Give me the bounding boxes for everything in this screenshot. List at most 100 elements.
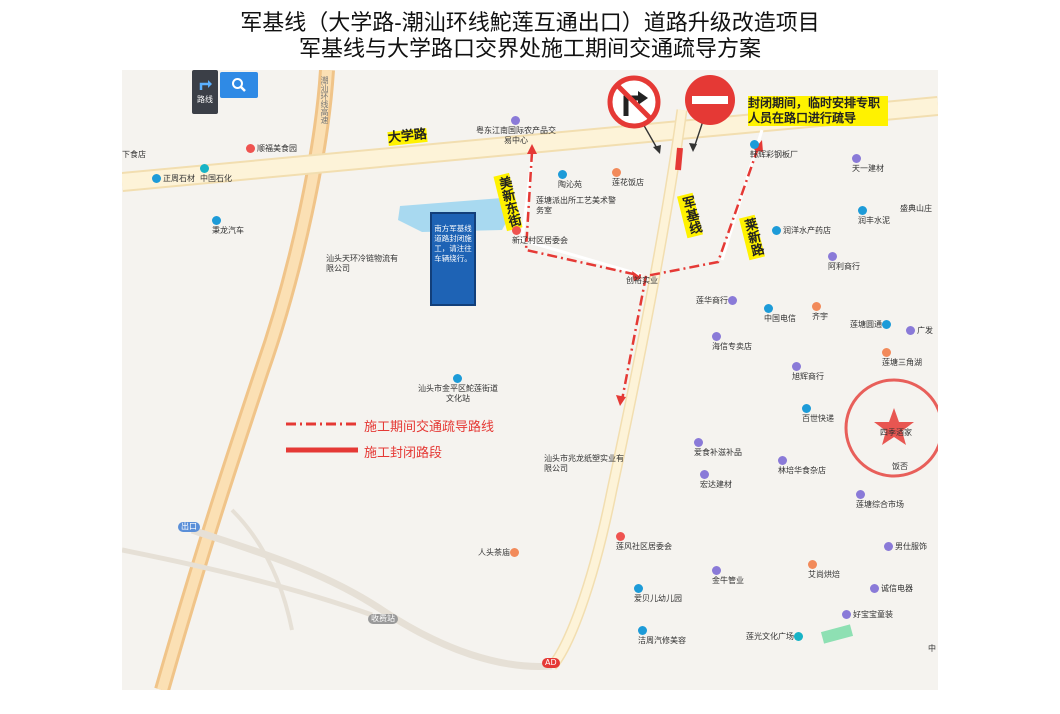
poi[interactable]: 好宝宝童装 bbox=[842, 610, 893, 620]
shop-icon bbox=[842, 610, 851, 619]
shop-icon bbox=[712, 332, 721, 341]
poi[interactable]: 陶沁苑 bbox=[558, 170, 582, 190]
telecom-icon bbox=[764, 304, 773, 313]
poi[interactable]: 林培华食杂店 bbox=[778, 456, 826, 476]
route-button[interactable]: 路线 bbox=[192, 70, 218, 114]
shop-icon bbox=[728, 296, 737, 305]
shop-icon bbox=[778, 456, 787, 465]
map-view[interactable]: 大学路 美新东街 军基线 莱新路 潮汕环线高速 封闭期间，临时安排专职人员在路口… bbox=[122, 70, 938, 690]
poi[interactable]: 饭否 bbox=[892, 462, 908, 471]
shop-icon bbox=[870, 584, 879, 593]
temple-icon bbox=[510, 548, 519, 557]
poi[interactable]: 中国石化 bbox=[200, 164, 232, 184]
poi[interactable]: 莲塘三角湖 bbox=[882, 348, 922, 368]
poi[interactable]: 汕头市兆龙纸塑实业有限公司 bbox=[544, 454, 624, 473]
express-icon bbox=[802, 404, 811, 413]
express-icon bbox=[882, 320, 891, 329]
detour-route-south bbox=[620, 275, 648, 401]
closure-sign: 南方军基线道路封闭施工，请注往车辆绕行。 bbox=[430, 212, 476, 306]
poi[interactable]: 创裕实业 bbox=[626, 276, 658, 285]
shop-icon bbox=[712, 566, 721, 575]
shop-icon bbox=[694, 438, 703, 447]
exit-badge: 出口 bbox=[178, 522, 200, 532]
poi[interactable]: 旭辉商行 bbox=[792, 362, 824, 382]
poi[interactable]: 新辽村区居委会 bbox=[512, 226, 568, 246]
label-ring-expressway: 潮汕环线高速 bbox=[320, 76, 329, 124]
poi[interactable]: 中国电信 bbox=[764, 304, 796, 324]
no-right-turn-sign-icon bbox=[607, 75, 661, 129]
legend-closed-label: 施工封闭路段 bbox=[364, 446, 443, 461]
poi[interactable]: 爱食补滋补品 bbox=[694, 438, 742, 458]
poi-icon bbox=[510, 116, 520, 125]
poi[interactable]: 莲塘综合市场 bbox=[856, 490, 904, 510]
detour-route-laixin bbox=[645, 147, 760, 278]
school-icon bbox=[634, 584, 643, 593]
shop-icon bbox=[852, 154, 861, 163]
title-line-2: 军基线与大学路口交界处施工期间交通疏导方案 bbox=[298, 37, 761, 62]
bakery-icon bbox=[808, 560, 817, 569]
poi[interactable]: 宏达建材 bbox=[700, 470, 732, 490]
culture-icon bbox=[452, 374, 462, 383]
poi[interactable]: 齐宇 bbox=[812, 302, 828, 322]
poi[interactable]: 诚信电器 bbox=[870, 584, 913, 594]
poi[interactable]: 汕头天环冷链物流有限公司 bbox=[326, 254, 398, 273]
poi[interactable]: 男仕服饰 bbox=[884, 542, 927, 552]
shop-icon bbox=[828, 252, 837, 261]
shop-icon bbox=[700, 470, 709, 479]
clothing-icon bbox=[884, 542, 893, 551]
poi[interactable]: 人头茶庙 bbox=[478, 548, 521, 558]
poi-label: 中 bbox=[928, 644, 936, 653]
poi[interactable]: 韩辉彩钢板厂 bbox=[750, 140, 798, 160]
poi[interactable]: 莲华商行 bbox=[696, 296, 739, 306]
poi[interactable]: 广发 bbox=[906, 326, 933, 336]
poi[interactable]: 金牛管业 bbox=[712, 566, 744, 586]
gas-station-icon bbox=[200, 164, 209, 173]
title-line-1: 军基线（大学路-潮汕环线鮀莲互通出口）道路升级改造项目 bbox=[240, 11, 820, 36]
poi-icon bbox=[558, 170, 567, 179]
junji-road bbox=[547, 109, 688, 670]
toll-badge: 收费站 bbox=[368, 614, 398, 624]
bank-icon bbox=[906, 326, 915, 335]
poi[interactable]: 百世快递 bbox=[802, 404, 834, 424]
legend-detour-label: 施工期间交通疏导路线 bbox=[364, 420, 495, 435]
poi[interactable]: 洁周汽修美容 bbox=[638, 626, 686, 646]
poi[interactable]: 天一建材 bbox=[852, 154, 884, 174]
poi[interactable]: 润丰水泥 bbox=[858, 206, 890, 226]
poi-icon bbox=[812, 302, 821, 311]
search-button[interactable] bbox=[220, 72, 258, 98]
poi[interactable]: 四季酒家 bbox=[880, 428, 912, 437]
route-icon bbox=[199, 80, 212, 90]
poi[interactable]: 海信专卖店 bbox=[712, 332, 752, 352]
shop-icon bbox=[792, 362, 801, 371]
notice-text: 封闭期间，临时安排专职人员在路口进行疏导 bbox=[748, 96, 888, 126]
lower-highway bbox=[190, 526, 553, 670]
poi-icon bbox=[882, 348, 891, 357]
restaurant-icon bbox=[246, 144, 255, 153]
poi[interactable]: 莲光文化广场 bbox=[746, 632, 805, 642]
ad-badge: AD bbox=[542, 658, 560, 668]
closed-section-line bbox=[675, 147, 683, 171]
poi[interactable]: 莲塘圆通 bbox=[850, 320, 893, 330]
poi[interactable]: 莲风社区居委会 bbox=[616, 532, 672, 552]
govt-icon bbox=[616, 532, 625, 541]
poi[interactable]: 汕头市金平区鮀莲街道文化站 bbox=[418, 374, 498, 404]
search-icon bbox=[232, 78, 246, 92]
poi[interactable]: 秉龙汽车 bbox=[212, 216, 244, 236]
poi[interactable]: 顺福美食园 bbox=[246, 144, 297, 154]
poi[interactable]: 粤东江南国际农产品交易中心 bbox=[476, 116, 556, 146]
poi-icon bbox=[750, 140, 759, 149]
poi[interactable]: 润洋水产药店 bbox=[772, 226, 831, 236]
poi-icon bbox=[858, 206, 867, 215]
poi[interactable]: 正周石材 bbox=[152, 174, 195, 184]
poi[interactable]: 爱贝儿幼儿园 bbox=[634, 584, 682, 604]
poi[interactable]: 阿利商行 bbox=[828, 252, 860, 272]
no-entry-sign-icon bbox=[685, 75, 735, 125]
company-seal bbox=[844, 378, 938, 478]
poi[interactable]: 艾尚烘焙 bbox=[808, 560, 840, 580]
poi[interactable]: 莲花饭店 bbox=[612, 168, 644, 188]
pharmacy-icon bbox=[772, 226, 781, 235]
poi[interactable]: 莲塘派出所工艺美术警务室 bbox=[536, 196, 616, 215]
poi[interactable]: 盛典山庄 bbox=[900, 204, 932, 213]
car-wash-icon bbox=[638, 626, 647, 635]
poi-icon bbox=[152, 174, 161, 183]
